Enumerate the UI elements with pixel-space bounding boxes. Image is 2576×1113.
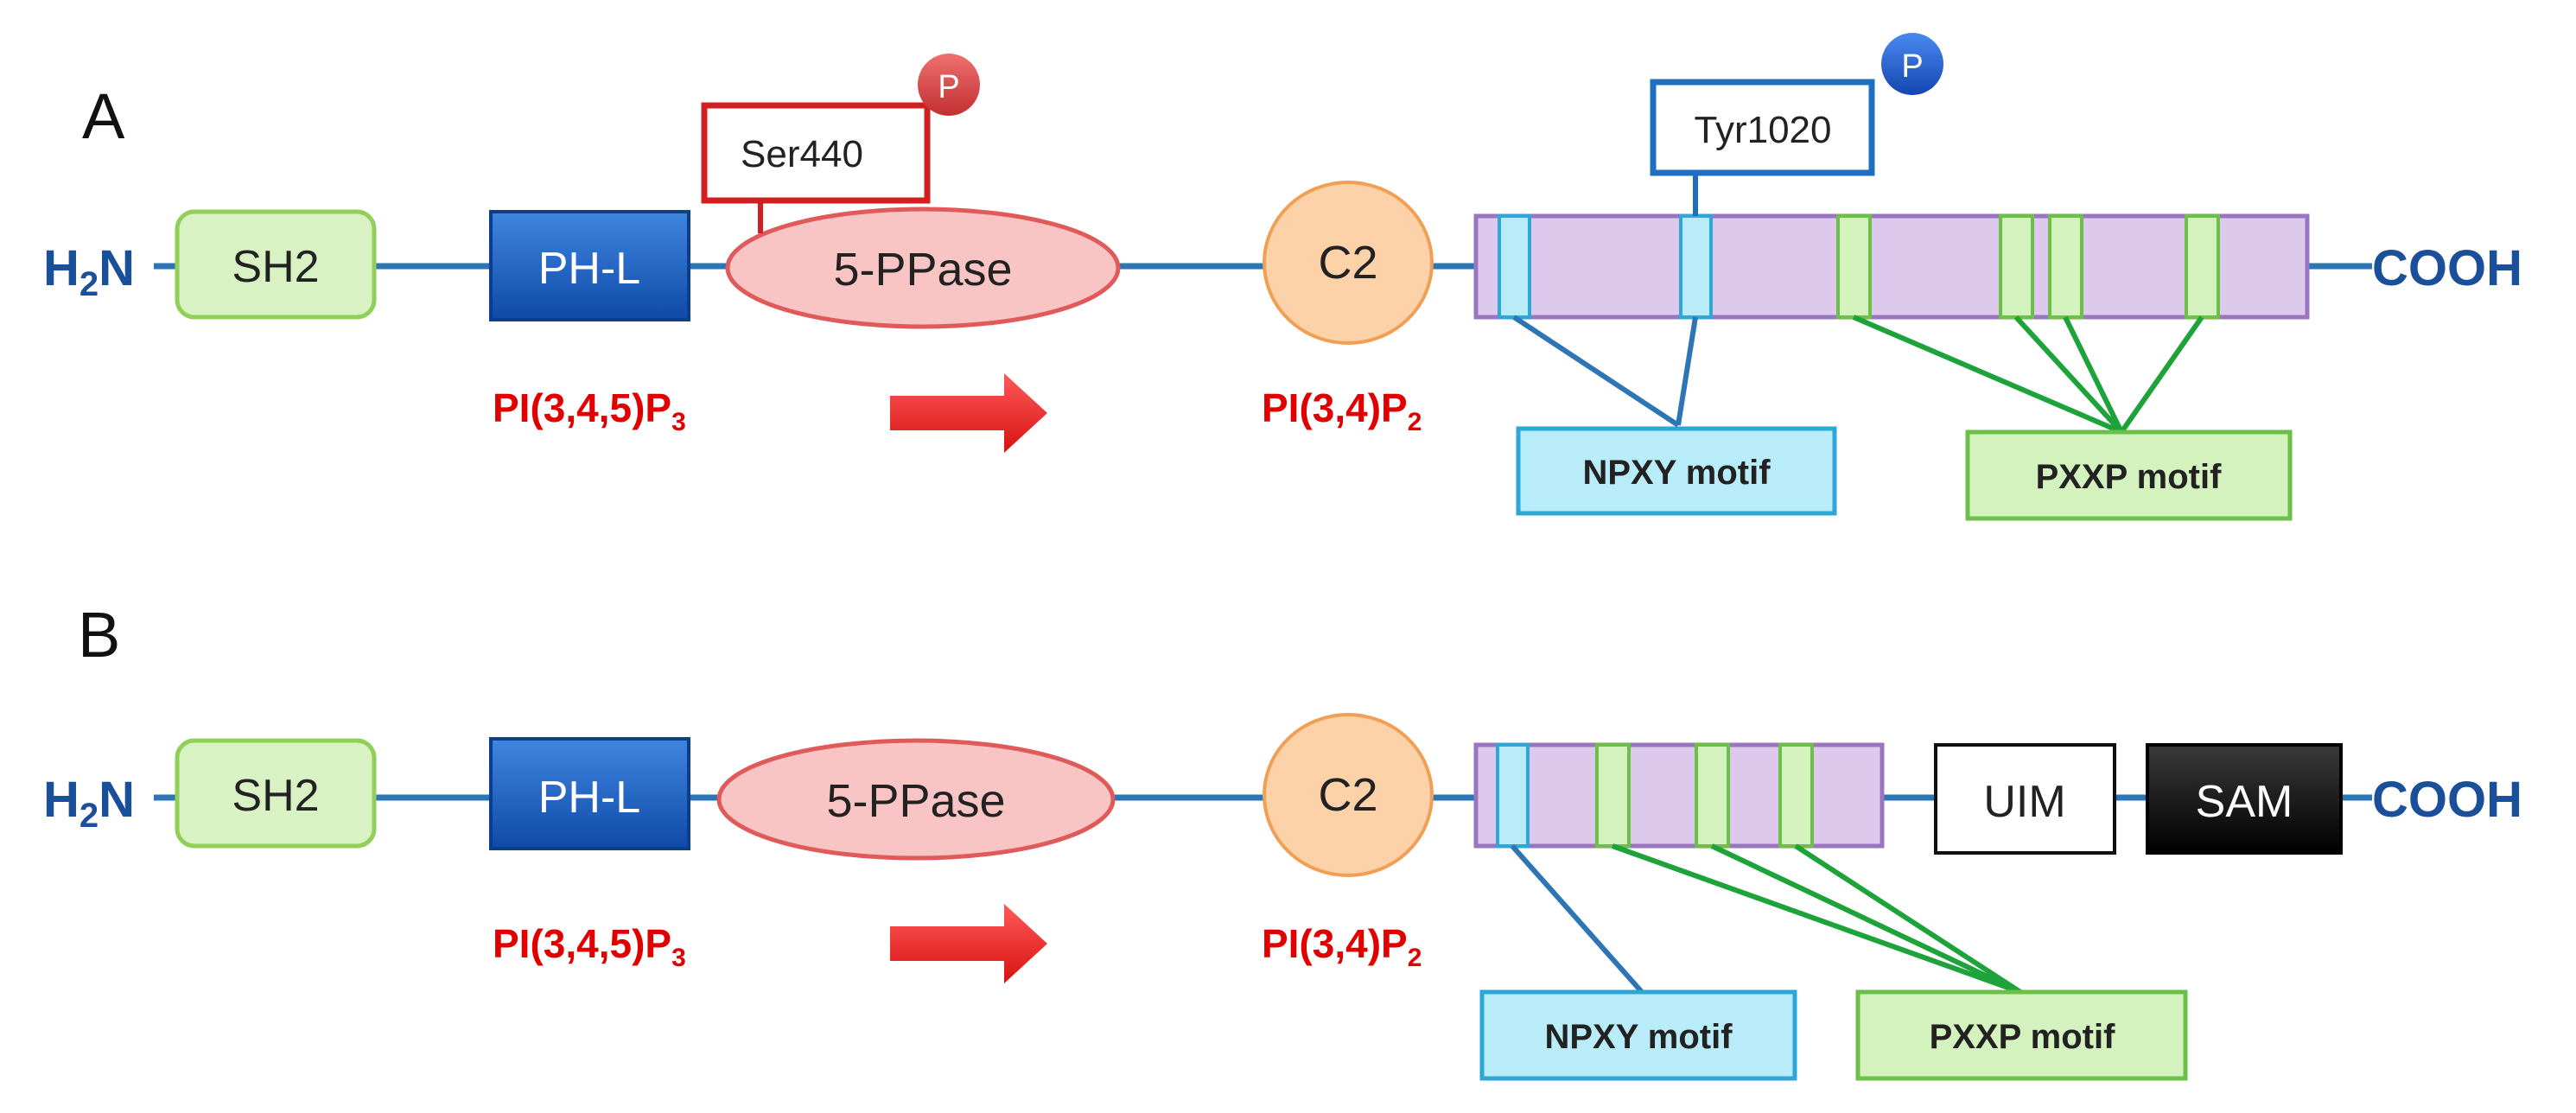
pxxp-site [2185, 214, 2220, 319]
pxxp-connectors [1852, 315, 2204, 435]
sam-domain [2146, 743, 2343, 855]
c2-domain [1263, 181, 1434, 345]
tyr1020-box [1650, 79, 1875, 176]
phospho-ser-icon [918, 54, 980, 116]
c2-label: C2 [1318, 769, 1377, 821]
pxxp-motif-label: PXXP motif [2036, 458, 2223, 496]
product-label: PI(3,4)P2 [1262, 921, 1422, 972]
ser440-label: Ser440 [741, 133, 863, 175]
phl-label: PH-L [538, 773, 640, 823]
c2-domain [1263, 713, 1434, 877]
ser440-box [701, 102, 931, 204]
uim-domain [1934, 743, 2116, 855]
phospho-ser-label: P [938, 69, 959, 105]
n-terminus-label: H2N [43, 240, 135, 303]
phospho-tyr-icon [1881, 33, 1943, 95]
product-label: PI(3,4)P2 [1262, 385, 1422, 436]
ppase-domain [716, 738, 1116, 861]
pxxp-site [1778, 743, 1814, 848]
sam-label: SAM [2196, 777, 2293, 827]
sh2-label: SH2 [232, 771, 319, 821]
phl-domain [489, 737, 690, 850]
ppase-label: 5-PPase [833, 244, 1012, 296]
n-terminus-label: H2N [43, 772, 135, 835]
pxxp-site [2048, 214, 2083, 319]
conversion-arrow-icon [890, 904, 1047, 983]
panel-label: B [78, 599, 120, 671]
panel-b: B H2N SH2 PH-L 5-PPase C2 UIM SAM COOH [43, 599, 2522, 1081]
pxxp-site [1695, 743, 1730, 848]
conversion-arrow-icon [890, 373, 1047, 453]
panel-a: A H2N SH2 PH-L 5-PPase Ser440 P C2 [43, 33, 2522, 521]
phospho-tyr-label: P [1901, 48, 1923, 85]
npxy-motif-box [1516, 426, 1837, 516]
proline-rich-tail [1473, 213, 2310, 320]
tyr1020-label: Tyr1020 [1695, 109, 1832, 151]
pxxp-site [1836, 214, 1872, 319]
c-terminus-label: COOH [2372, 772, 2522, 828]
pxxp-site [1999, 214, 2034, 319]
npxy-site [1498, 214, 1531, 319]
npxy-motif-label: NPXY motif [1582, 454, 1771, 492]
c2-label: C2 [1318, 237, 1377, 289]
sh2-domain [175, 209, 377, 320]
npxy-motif-box [1479, 989, 1797, 1081]
pxxp-connectors [1611, 843, 2022, 995]
pxxp-motif-box [1855, 989, 2188, 1081]
sh2-domain [175, 738, 377, 849]
npxy-connectors [1510, 844, 1644, 994]
phl-label: PH-L [538, 244, 640, 294]
ppase-label: 5-PPase [826, 775, 1005, 827]
pxxp-motif-box [1965, 429, 2293, 521]
pxxp-site [1595, 743, 1631, 848]
npxy-site [1679, 214, 1713, 319]
ppase-domain [725, 207, 1121, 329]
uim-label: UIM [1983, 777, 2065, 827]
panel-label: A [82, 80, 125, 152]
substrate-label: PI(3,4,5)P3 [493, 921, 686, 972]
substrate-label: PI(3,4,5)P3 [493, 385, 686, 436]
npxy-motif-label: NPXY motif [1544, 1018, 1733, 1056]
proline-rich-tail [1473, 742, 1885, 849]
pxxp-motif-label: PXXP motif [1930, 1018, 2116, 1056]
phl-domain [489, 210, 690, 321]
c-terminus-label: COOH [2372, 240, 2522, 296]
npxy-connectors [1512, 315, 1698, 428]
sh2-label: SH2 [232, 242, 319, 292]
npxy-site [1496, 743, 1530, 848]
